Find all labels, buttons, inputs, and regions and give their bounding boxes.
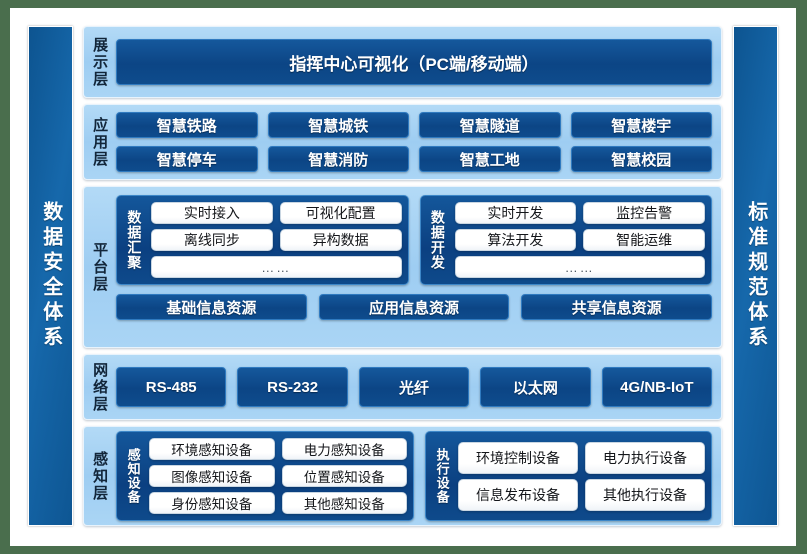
perception-group-sensing-devices: 感知设备 环境感知设备 电力感知设备 图像感知设备 位置感知设备 身份感知设备	[116, 431, 414, 521]
actuator-info-publish[interactable]: 信息发布设备	[458, 478, 578, 511]
app-item-tunnel[interactable]: 智慧隧道	[419, 112, 561, 138]
perception-group-2-grid: 环境控制设备 电力执行设备 信息发布设备 其他执行设备	[458, 438, 705, 514]
perception-groups: 感知设备 环境感知设备 电力感知设备 图像感知设备 位置感知设备 身份感知设备	[114, 431, 721, 521]
perception-group-2-label: 执行设备	[434, 448, 450, 504]
platform-group-2-grid: 实时开发 监控告警 算法开发 智能运维 ……	[454, 202, 705, 278]
layer-application-label: 应用层	[91, 116, 109, 168]
platform-group-2-label: 数据开发	[429, 210, 446, 270]
platform-item-realtime-dev[interactable]: 实时开发	[454, 202, 577, 224]
app-item-fire[interactable]: 智慧消防	[267, 146, 409, 172]
app-item-site[interactable]: 智慧工地	[419, 146, 561, 172]
layer-perception-label: 感知层	[91, 450, 109, 502]
platform-item-realtime-access[interactable]: 实时接入	[151, 202, 273, 224]
platform-group-1-row-1: 实时接入 可视化配置	[151, 202, 402, 224]
platform-item-smart-ops[interactable]: 智能运维	[583, 229, 705, 251]
layer-perception: 感知层 感知设备 环境感知设备 电力感知设备 图像感知设备 位置感知设备	[83, 426, 722, 526]
sensor-other[interactable]: 其他感知设备	[281, 492, 407, 514]
perception-group-actuator-devices: 执行设备 环境控制设备 电力执行设备 信息发布设备 其他执行设备	[425, 431, 712, 521]
layer-perception-body: 感知设备 环境感知设备 电力感知设备 图像感知设备 位置感知设备 身份感知设备	[114, 427, 721, 525]
platform-group-1-row-2: 离线同步 异构数据	[151, 229, 402, 251]
platform-item-offline-sync[interactable]: 离线同步	[151, 229, 273, 251]
platform-group-1-label: 数据汇聚	[126, 210, 143, 270]
platform-item-more-1[interactable]: ……	[151, 256, 402, 278]
pillar-data-security: 数据安全体系	[28, 26, 73, 526]
layer-application-body: 智慧铁路 智慧城铁 智慧隧道 智慧楼宇 智慧停车 智慧消防 智慧工地 智慧校园	[114, 105, 721, 179]
actuator-power[interactable]: 电力执行设备	[585, 441, 705, 474]
resource-app-info[interactable]: 应用信息资源	[318, 294, 510, 320]
network-item-4g-nbiot[interactable]: 4G/NB-IoT	[601, 367, 713, 407]
layer-network: 网络层 RS-485 RS-232 光纤 以太网 4G/NB-IoT	[83, 354, 722, 420]
sensor-identity[interactable]: 身份感知设备	[149, 492, 275, 514]
platform-item-more-2[interactable]: ……	[454, 256, 705, 278]
app-item-railway[interactable]: 智慧铁路	[116, 112, 258, 138]
network-item-fiber[interactable]: 光纤	[358, 367, 470, 407]
platform-group-2-row-2: 算法开发 智能运维	[454, 229, 705, 251]
platform-group-2-row-1: 实时开发 监控告警	[454, 202, 705, 224]
perception-group-1-grid: 环境感知设备 电力感知设备 图像感知设备 位置感知设备 身份感知设备 其他感知设…	[149, 438, 407, 514]
layer-display-label: 展示层	[91, 36, 109, 88]
layer-platform: 平台层 数据汇聚 实时接入 可视化配置 离线同步 异构数据 ……	[83, 186, 722, 348]
sensor-power[interactable]: 电力感知设备	[281, 438, 407, 460]
app-item-building[interactable]: 智慧楼宇	[570, 112, 712, 138]
layer-platform-body: 数据汇聚 实时接入 可视化配置 离线同步 异构数据 ……	[114, 187, 721, 347]
app-item-metro[interactable]: 智慧城铁	[267, 112, 409, 138]
network-item-rs232[interactable]: RS-232	[237, 367, 348, 407]
network-items-row: RS-485 RS-232 光纤 以太网 4G/NB-IoT	[114, 367, 721, 407]
platform-item-monitor-alarm[interactable]: 监控告警	[583, 202, 705, 224]
platform-item-visual-config[interactable]: 可视化配置	[279, 202, 402, 224]
display-command-center-box[interactable]: 指挥中心可视化（PC端/移动端）	[116, 39, 712, 85]
layer-network-label: 网络层	[91, 361, 109, 413]
layer-display: 展示层 指挥中心可视化（PC端/移动端）	[83, 26, 722, 98]
perception-group-1-row-2: 图像感知设备 位置感知设备	[149, 465, 407, 487]
sensor-location[interactable]: 位置感知设备	[281, 465, 407, 487]
layer-application: 应用层 智慧铁路 智慧城铁 智慧隧道 智慧楼宇 智慧停车 智慧消防 智慧工地 智…	[83, 104, 722, 180]
application-row-2: 智慧停车 智慧消防 智慧工地 智慧校园	[114, 146, 721, 172]
platform-item-heterogeneous[interactable]: 异构数据	[279, 229, 402, 251]
platform-item-algorithm-dev[interactable]: 算法开发	[454, 229, 577, 251]
platform-group-data-aggregation: 数据汇聚 实时接入 可视化配置 离线同步 异构数据 ……	[116, 195, 409, 285]
sensor-image[interactable]: 图像感知设备	[149, 465, 275, 487]
platform-resources-row: 基础信息资源 应用信息资源 共享信息资源	[116, 294, 713, 320]
perception-group-1-row-1: 环境感知设备 电力感知设备	[149, 438, 407, 460]
app-item-parking[interactable]: 智慧停车	[116, 146, 258, 172]
actuator-environment-control[interactable]: 环境控制设备	[458, 441, 578, 474]
app-item-campus[interactable]: 智慧校园	[570, 146, 712, 172]
application-row-1: 智慧铁路 智慧城铁 智慧隧道 智慧楼宇	[114, 112, 721, 138]
platform-group-data-development: 数据开发 实时开发 监控告警 算法开发 智能运维 ……	[419, 195, 712, 285]
perception-group-2-row-1: 环境控制设备 电力执行设备	[458, 441, 705, 474]
resource-shared-info[interactable]: 共享信息资源	[521, 294, 713, 320]
layer-platform-label: 平台层	[91, 241, 109, 293]
perception-group-1-row-3: 身份感知设备 其他感知设备	[149, 492, 407, 514]
platform-group-1-grid: 实时接入 可视化配置 离线同步 异构数据 ……	[151, 202, 402, 278]
diagram-canvas: 数据安全体系 标准规范体系 展示层 指挥中心可视化（PC端/移动端） 应用层 智…	[10, 8, 796, 546]
perception-group-2-row-2: 信息发布设备 其他执行设备	[458, 478, 705, 511]
sensor-environment[interactable]: 环境感知设备	[149, 438, 275, 460]
layer-network-body: RS-485 RS-232 光纤 以太网 4G/NB-IoT	[114, 355, 721, 419]
pillar-right-label: 标准规范体系	[744, 201, 767, 351]
perception-group-1-label: 感知设备	[125, 448, 141, 504]
actuator-other[interactable]: 其他执行设备	[585, 478, 705, 511]
platform-groups: 数据汇聚 实时接入 可视化配置 离线同步 异构数据 ……	[116, 195, 712, 285]
network-item-rs485[interactable]: RS-485	[116, 367, 227, 407]
network-item-ethernet[interactable]: 以太网	[480, 367, 591, 407]
pillar-standard-spec: 标准规范体系	[733, 26, 778, 526]
layer-display-body: 指挥中心可视化（PC端/移动端）	[114, 27, 721, 97]
pillar-left-label: 数据安全体系	[39, 201, 62, 351]
resource-basic-info[interactable]: 基础信息资源	[116, 294, 307, 320]
